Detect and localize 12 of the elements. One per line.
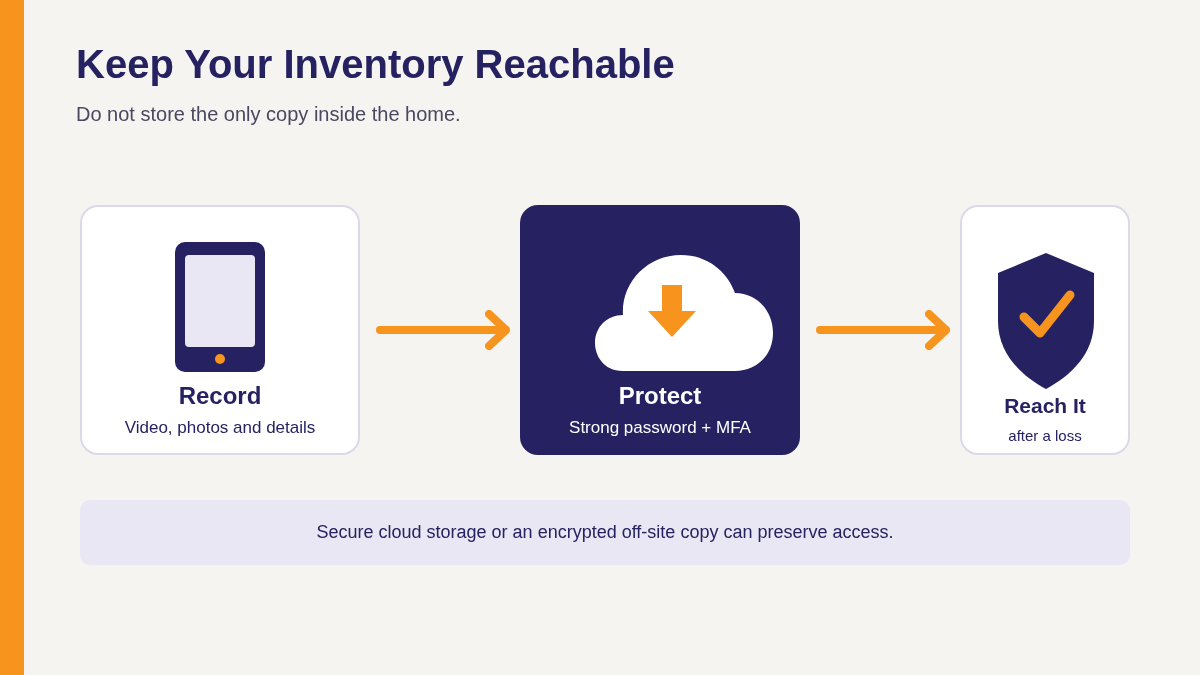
step-card — [520, 205, 800, 455]
note-text: Secure cloud storage or an encrypted off-site copy can preserve access. — [315, 520, 895, 544]
step-description: Video, photos and details — [123, 416, 317, 439]
step-title: Reach It — [1003, 393, 1087, 420]
step-card — [80, 205, 360, 455]
step-title: Protect — [617, 380, 703, 411]
step-card — [960, 205, 1130, 455]
title: Keep Your Inventory Reachable — [76, 42, 675, 87]
subtitle: Do not store the only copy inside the home. — [76, 103, 461, 126]
step-title: Record — [177, 380, 263, 411]
step-description: Strong password + MFA — [568, 416, 752, 439]
step-description: after a loss — [1007, 425, 1083, 445]
